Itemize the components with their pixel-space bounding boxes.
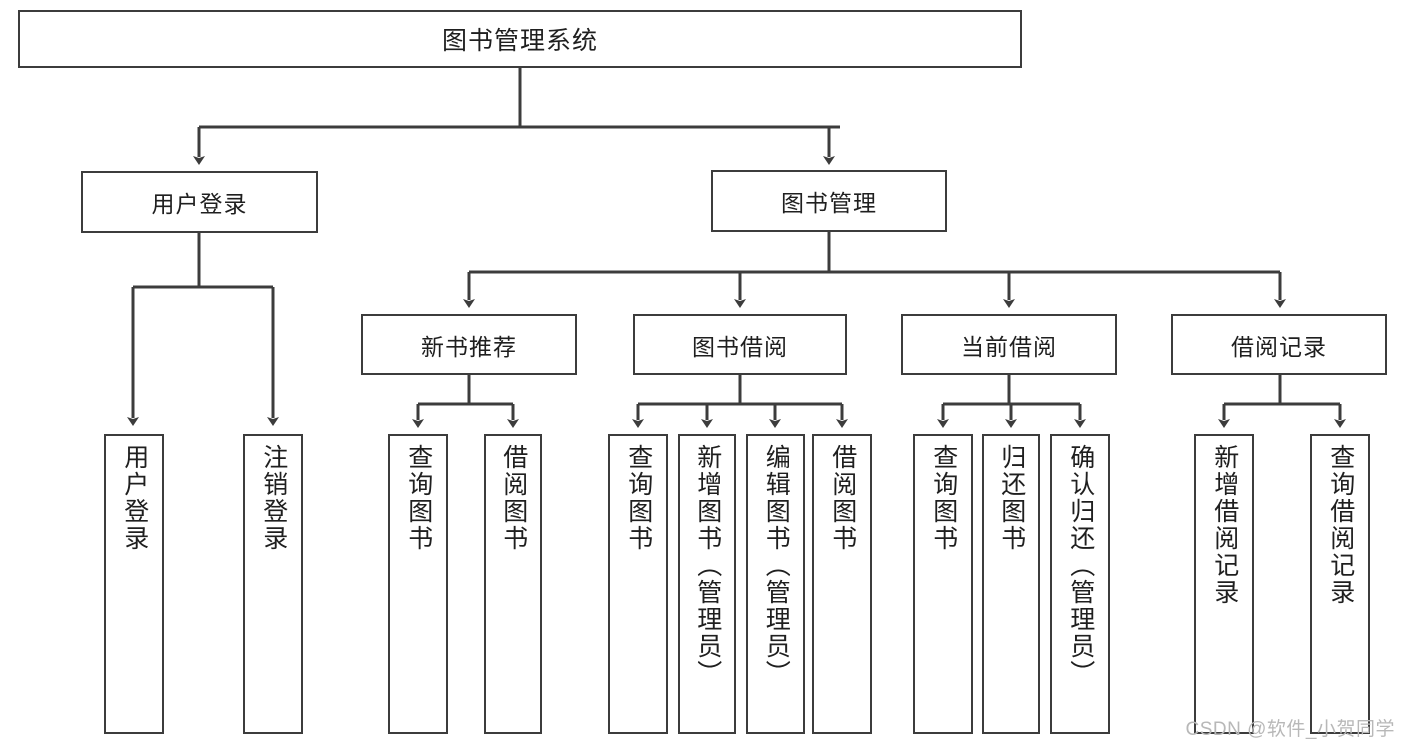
node-root[interactable]: 图书管理系统 — [18, 10, 1022, 68]
leaf-borrow-borrow-book[interactable]: 借阅图书 — [812, 434, 872, 734]
node-user-login[interactable]: 用户登录 — [81, 171, 318, 233]
leaf-current-confirm-return-label: 确认归还（管理员） — [1066, 444, 1095, 687]
node-borrow-record-label: 借阅记录 — [1231, 333, 1327, 360]
leaf-current-return-book-label: 归还图书 — [997, 444, 1026, 552]
node-root-label: 图书管理系统 — [441, 27, 598, 55]
leaf-logout-login-label: 注销登录 — [259, 444, 288, 552]
leaf-new-book-query[interactable]: 查询图书 — [388, 434, 448, 734]
leaf-new-book-borrow-label: 借阅图书 — [499, 444, 528, 552]
leaf-record-add[interactable]: 新增借阅记录 — [1194, 434, 1254, 734]
leaf-current-confirm-return[interactable]: 确认归还（管理员） — [1050, 434, 1110, 734]
node-current-borrow[interactable]: 当前借阅 — [901, 314, 1117, 375]
leaf-logout-login[interactable]: 注销登录 — [243, 434, 303, 734]
leaf-current-return-book[interactable]: 归还图书 — [982, 434, 1040, 734]
leaf-record-query-label: 查询借阅记录 — [1326, 444, 1355, 606]
leaf-record-add-label: 新增借阅记录 — [1210, 444, 1239, 606]
leaf-borrow-borrow-book-label: 借阅图书 — [828, 444, 857, 552]
leaf-user-login-label: 用户登录 — [120, 444, 149, 552]
csdn-watermark: CSDN @软件_小贺同学 — [1185, 719, 1395, 740]
leaf-user-login[interactable]: 用户登录 — [104, 434, 164, 734]
leaf-borrow-add-book-label: 新增图书（管理员） — [693, 444, 722, 687]
leaf-borrow-edit-book-label: 编辑图书（管理员） — [762, 444, 791, 687]
node-user-login-label: 用户登录 — [151, 191, 248, 217]
node-borrow-record[interactable]: 借阅记录 — [1171, 314, 1387, 375]
leaf-borrow-query-book[interactable]: 查询图书 — [608, 434, 668, 734]
node-new-book-recommend-label: 新书推荐 — [421, 333, 517, 360]
node-current-borrow-label: 当前借阅 — [961, 333, 1057, 360]
node-book-borrow[interactable]: 图书借阅 — [633, 314, 847, 375]
leaf-borrow-query-book-label: 查询图书 — [624, 444, 653, 552]
node-book-management[interactable]: 图书管理 — [711, 170, 947, 232]
leaf-borrow-add-book[interactable]: 新增图书（管理员） — [678, 434, 736, 734]
node-book-management-label: 图书管理 — [781, 190, 877, 216]
leaf-borrow-edit-book[interactable]: 编辑图书（管理员） — [746, 434, 805, 734]
leaf-new-book-borrow[interactable]: 借阅图书 — [484, 434, 542, 734]
leaf-current-query-book[interactable]: 查询图书 — [913, 434, 973, 734]
leaf-record-query[interactable]: 查询借阅记录 — [1310, 434, 1370, 734]
node-book-borrow-label: 图书借阅 — [692, 333, 788, 360]
node-new-book-recommend[interactable]: 新书推荐 — [361, 314, 577, 375]
leaf-current-query-book-label: 查询图书 — [929, 444, 958, 552]
leaf-new-book-query-label: 查询图书 — [404, 444, 433, 552]
